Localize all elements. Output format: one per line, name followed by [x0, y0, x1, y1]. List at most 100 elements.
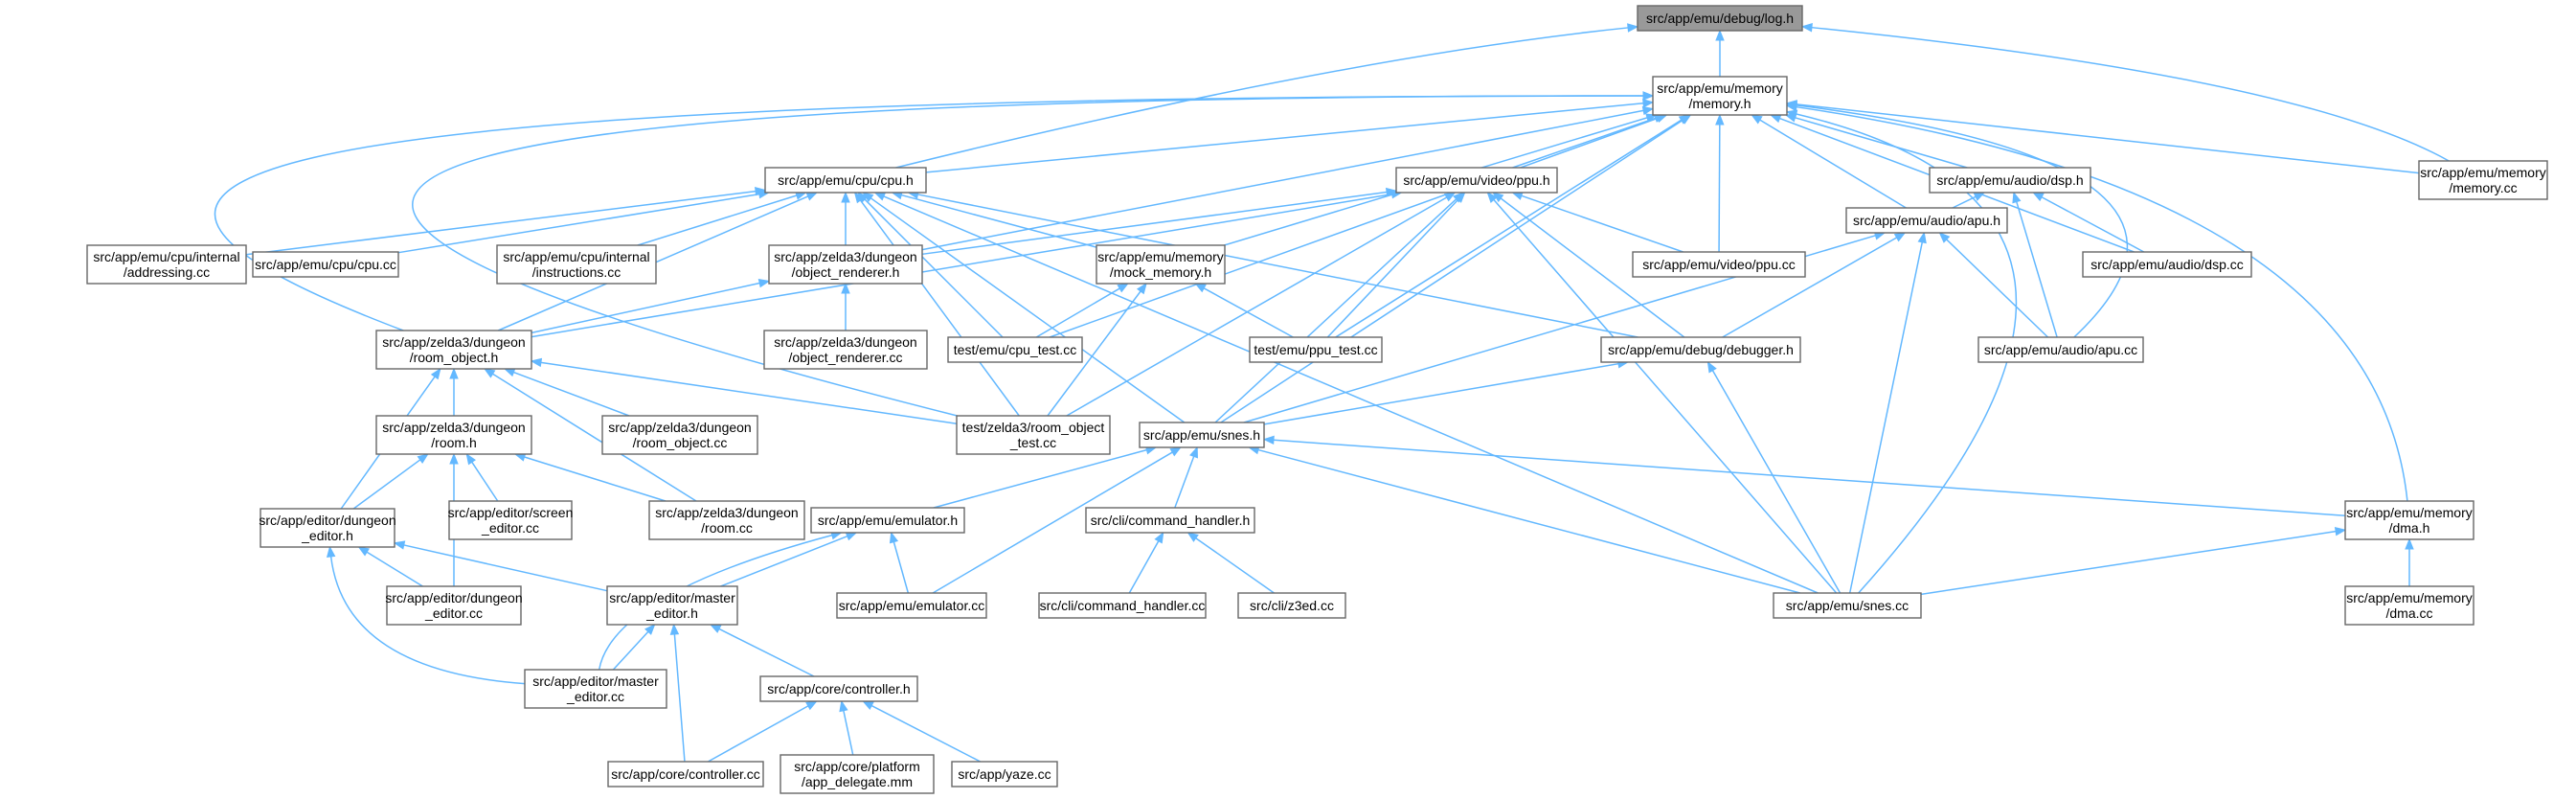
node-label-line: src/app/zelda3/dungeon [382, 420, 525, 435]
node-label-line: /room_object.h [410, 350, 499, 365]
arrowhead-controller_cc-to-master_editor_h [669, 623, 680, 635]
node-box [386, 585, 522, 626]
node-emulator-cc[interactable]: src/app/emu/emulator.cc [836, 592, 987, 619]
node-room-h[interactable]: src/app/zelda3/dungeon/room.h [375, 415, 532, 455]
node-yaze-cc[interactable]: src/app/yaze.cc [951, 761, 1058, 788]
node-cpu-test-cc[interactable]: test/emu/cpu_test.cc [947, 336, 1083, 363]
edge-room_object_h-to-object_renderer_h [531, 282, 760, 334]
node-label-line: src/app/emu/snes.h [1143, 427, 1260, 443]
node-dungeon-editor-h[interactable]: src/app/editor/dungeon_editor.h [259, 508, 396, 548]
edge-room_object_h-to-ppu_h [531, 193, 1392, 338]
node-master-editor-cc[interactable]: src/app/editor/master_editor.cc [524, 669, 667, 709]
node-box [1096, 244, 1226, 285]
node-dsp-h[interactable]: src/app/emu/audio/dsp.h [1929, 167, 2091, 194]
node-ppu-h[interactable]: src/app/emu/video/ppu.h [1395, 167, 1558, 194]
node-room-object-h[interactable]: src/app/zelda3/dungeon/room_object.h [375, 330, 532, 370]
node-mock-memory-h[interactable]: src/app/emu/memory/mock_memory.h [1096, 244, 1226, 285]
node-dsp-cc[interactable]: src/app/emu/audio/dsp.cc [2082, 251, 2252, 278]
node-log-h[interactable]: src/app/emu/debug/log.h [1637, 5, 1803, 32]
node-ppu-cc[interactable]: src/app/emu/video/ppu.cc [1632, 251, 1806, 278]
edge-master_editor_cc-to-master_editor_h [612, 630, 649, 671]
arrowhead-dma_cc-to-dma_h [2405, 537, 2414, 550]
node-snes-cc[interactable]: src/app/emu/snes.cc [1773, 592, 1922, 619]
node-room-cc[interactable]: src/app/zelda3/dungeon/room.cc [648, 500, 805, 540]
edge-snes_cc-to-cpu_h [883, 195, 1819, 594]
node-snes-h[interactable]: src/app/emu/snes.h [1139, 422, 1265, 448]
node-dma-h[interactable]: src/app/emu/memory/dma.h [2344, 500, 2474, 540]
edge-snes_cc-to-ppu_h [1493, 199, 1838, 594]
node-ppu-test-cc[interactable]: test/emu/ppu_test.cc [1249, 336, 1383, 363]
node-box [1249, 336, 1383, 363]
node-memory-cc[interactable]: src/app/emu/memory/memory.cc [2418, 160, 2548, 200]
node-master-editor-h[interactable]: src/app/editor/master_editor.h [606, 585, 738, 626]
node-screen-editor-cc[interactable]: src/app/editor/screen_editor.cc [448, 500, 574, 540]
node-label-line: /memory.cc [2449, 180, 2517, 195]
node-label-line: _editor.cc [566, 689, 624, 704]
node-debugger-h[interactable]: src/app/emu/debug/debugger.h [1600, 336, 1801, 363]
edge-cpu_h-to-memory_h [925, 102, 1644, 173]
edge-ppu_test_cc-to-mock_memory_h [1203, 287, 1294, 338]
node-label-line: src/app/zelda3/dungeon [655, 505, 798, 520]
node-label-line: src/app/editor/master [609, 590, 735, 605]
node-object-renderer-h[interactable]: src/app/zelda3/dungeon/object_renderer.h [768, 244, 923, 285]
edge-debugger_h-to-cpu_h [917, 194, 1638, 338]
node-addressing-cc[interactable]: src/app/emu/cpu/internal/addressing.cc [86, 244, 247, 285]
node-box [763, 330, 928, 370]
arrowhead-room_object_test_cc-to-mock_memory_h [1136, 282, 1147, 295]
arrowhead-apu_cc-to-dsp_h [2012, 191, 2022, 204]
edge-room_object_cc-to-room_object_h [513, 371, 630, 417]
arrowhead-snes_h-to-memory_h [1680, 114, 1692, 125]
node-label-line: src/app/emu/cpu/cpu.cc [255, 257, 396, 272]
node-label-line: src/app/core/platform [794, 759, 920, 774]
edge-app_delegate_mm-to-controller_h [843, 710, 854, 756]
node-box [1600, 336, 1801, 363]
node-instructions-cc[interactable]: src/app/emu/cpu/internal/instructions.cc [496, 244, 657, 285]
edge-controller_h-to-master_editor_h [718, 628, 815, 677]
node-box [1773, 592, 1922, 619]
node-command-handler-h[interactable]: src/cli/command_handler.h [1085, 507, 1255, 534]
edge-ppu_h-to-memory_h [1512, 117, 1657, 169]
edge-command_handler_cc-to-command_handler_h [1128, 540, 1160, 594]
node-cpu-cc[interactable]: src/app/emu/cpu/cpu.cc [252, 251, 399, 278]
edge-controller_cc-to-master_editor_h [673, 633, 686, 763]
node-controller-h[interactable]: src/app/core/controller.h [759, 675, 918, 702]
edge-z3ed_cc-to-command_handler_h [1195, 537, 1275, 594]
node-label-line: src/app/emu/emulator.h [818, 513, 958, 528]
arrowhead-master_editor_h-to-dungeon_editor_h [393, 540, 406, 550]
node-label-line: _editor.h [301, 528, 353, 543]
node-label-line: src/app/emu/debug/debugger.h [1608, 342, 1794, 357]
node-label-line: _test.cc [1009, 435, 1056, 450]
node-room-object-test-cc[interactable]: test/zelda3/room_object_test.cc [956, 415, 1111, 455]
node-dungeon-editor-cc[interactable]: src/app/editor/dungeon_editor.cc [385, 585, 523, 626]
arrowhead-ppu_test_cc-to-mock_memory_h [1194, 283, 1207, 293]
node-app-delegate-mm[interactable]: src/app/core/platform/app_delegate.mm [780, 754, 935, 794]
edge-ppu_test_cc-to-memory_h [1335, 119, 1683, 338]
node-command-handler-cc[interactable]: src/cli/command_handler.cc [1038, 592, 1207, 619]
edge-command_handler_h-to-snes_h [1174, 456, 1195, 509]
node-object-renderer-cc[interactable]: src/app/zelda3/dungeon/object_renderer.c… [763, 330, 928, 370]
arrowhead-memory_cc-to-log_h [1800, 23, 1813, 33]
node-room-object-cc[interactable]: src/app/zelda3/dungeon/room_object.cc [601, 415, 758, 455]
edge-snes_h-to-debugger_h [1263, 362, 1619, 425]
node-apu-cc[interactable]: src/app/emu/audio/apu.cc [1977, 336, 2144, 363]
node-emulator-h[interactable]: src/app/emu/emulator.h [810, 507, 965, 534]
node-dma-cc[interactable]: src/app/emu/memory/dma.cc [2344, 585, 2474, 626]
arrowhead-room_cc-to-room_object_h [483, 368, 496, 378]
edge-snes_h-to-ppu_h [1214, 198, 1457, 423]
edge-debugger_h-to-apu_h [1722, 237, 1897, 338]
node-memory-h[interactable]: src/app/emu/memory/memory.h [1652, 76, 1788, 116]
node-box [1085, 507, 1255, 534]
node-cpu-h[interactable]: src/app/emu/cpu/cpu.h [764, 167, 927, 194]
edge-master_editor_cc-to-dungeon_editor_h [329, 556, 526, 685]
node-controller-cc[interactable]: src/app/core/controller.cc [607, 761, 764, 788]
edge-snes_h-to-memory_h [1220, 119, 1683, 423]
node-box [810, 507, 965, 534]
node-box [2418, 160, 2548, 200]
node-apu-h[interactable]: src/app/emu/audio/apu.h [1845, 207, 2008, 234]
node-z3ed-cc[interactable]: src/cli/z3ed.cc [1237, 592, 1346, 619]
arrowhead-controller_h-to-master_editor_h [709, 624, 722, 633]
edge-snes_cc-to-dma_h [1920, 530, 2337, 596]
node-box [2344, 500, 2474, 540]
edge-snes_cc-to-memory_h [1796, 113, 2018, 594]
edge-apu_h-to-memory_h [1759, 119, 1907, 209]
